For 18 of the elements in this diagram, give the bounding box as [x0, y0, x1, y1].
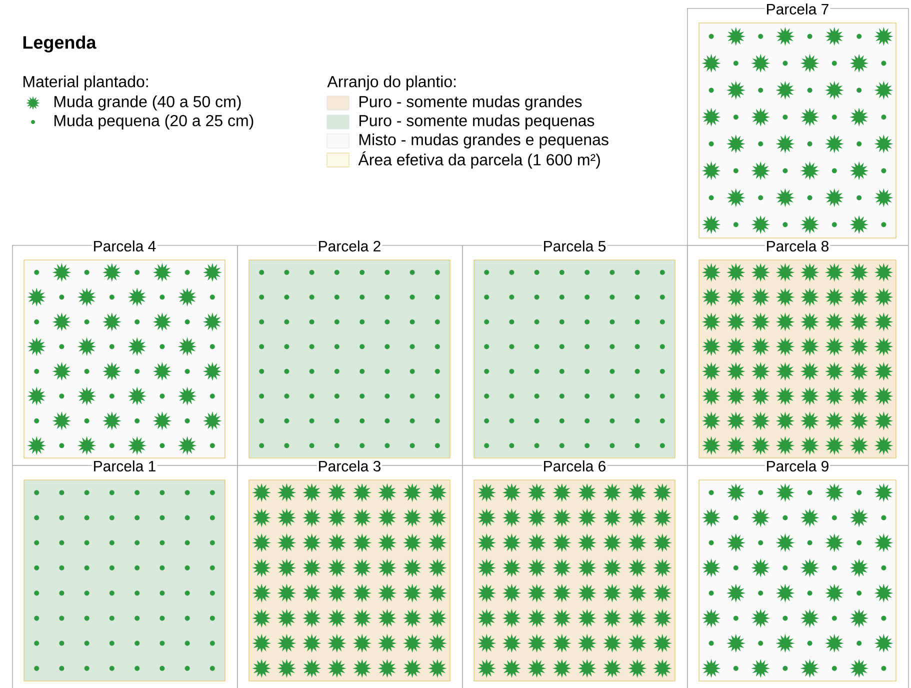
plot-title: Parcela 4 — [92, 240, 158, 252]
plot-title: Parcela 8 — [764, 240, 830, 252]
plot-title: Parcela 2 — [316, 240, 382, 252]
plot-title: Parcela 5 — [542, 240, 608, 252]
plot-title: Parcela 9 — [764, 460, 830, 472]
legend-text: Muda pequena (20 a 25 cm) — [54, 114, 254, 130]
legend-text: Muda grande (40 a 50 cm) — [54, 96, 241, 110]
legend-text: Área efetiva da parcela (1 600 m²) — [358, 151, 600, 169]
legend-text: Misto - mudas grandes e pequenas — [360, 134, 608, 148]
plot-title: Parcela 7 — [764, 4, 830, 14]
legend-text: Puro - somente mudas grandes — [360, 96, 582, 110]
legend-group-title: Arranjo do plantio: — [327, 76, 456, 90]
legend-group-title: Material plantado: — [24, 76, 148, 90]
legend-text: Puro - somente mudas pequenas — [360, 114, 594, 130]
plot-title: Parcela 1 — [92, 460, 158, 472]
legend-heading: Legenda — [23, 36, 96, 52]
plot-title: Parcela 3 — [316, 460, 382, 472]
plot-title: Parcela 6 — [542, 460, 608, 472]
